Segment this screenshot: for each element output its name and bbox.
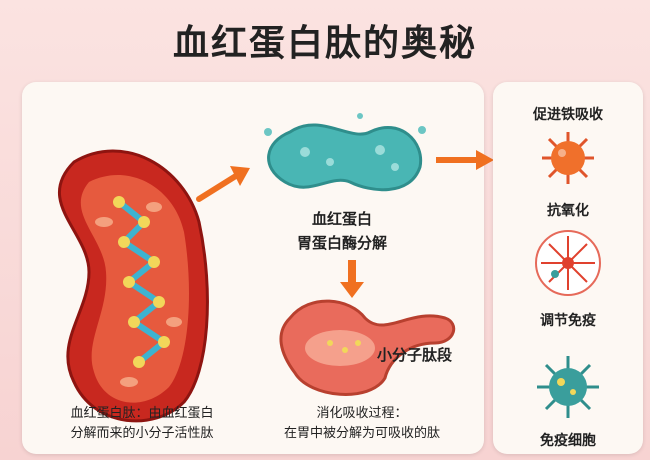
caption-left-line-1: 血红蛋白肽：由血红蛋白 xyxy=(70,406,214,421)
benefit-label-iron: 促进铁吸收 xyxy=(533,107,603,123)
benefit-label-antioxidant: 抗氧化 xyxy=(547,203,589,219)
pepsin-label: 胃蛋白酶分解 xyxy=(296,234,387,252)
right-panel: 促进铁吸收 抗氧化 调节免疫 免疫细胞 xyxy=(493,82,643,454)
hemoglobin-protein-icon xyxy=(264,113,426,192)
virus-orange-icon xyxy=(542,132,594,184)
starburst-icon xyxy=(535,230,601,296)
caption-mid: 消化吸收过程： 在胃中被分解为可吸收的肽 xyxy=(252,404,472,444)
page-title: 血红蛋白肽的奥秘 xyxy=(172,23,477,64)
arrow-right-icon xyxy=(436,150,494,170)
peptide-label: 小分子肽段 xyxy=(377,346,453,364)
benefit-label-immune-cell: 免疫细胞 xyxy=(540,433,596,449)
caption-mid-line-2: 在胃中被分解为可吸收的肽 xyxy=(283,426,440,441)
caption-left: 血红蛋白肽：由血红蛋白 分解而来的小分子活性肽 xyxy=(32,404,252,444)
caption-left-line-2: 分解而来的小分子活性肽 xyxy=(70,426,214,441)
benefit-label-immune-regulation: 调节免疫 xyxy=(540,313,596,329)
caption-mid-line-1: 消化吸收过程： xyxy=(316,406,408,421)
arrow-to-protein-icon xyxy=(196,166,250,202)
immune-cell-icon xyxy=(537,356,599,418)
red-blood-cell-illustration xyxy=(58,149,209,423)
peptide-stomach-icon xyxy=(279,299,456,396)
hemoglobin-label: 血红蛋白 xyxy=(311,210,372,228)
arrow-down-icon xyxy=(340,260,364,298)
left-panel: 血红蛋白 胃蛋白酶分解 小分子肽段 血红蛋白肽：由血红蛋白 分解而来的小分子活性… xyxy=(22,82,484,454)
